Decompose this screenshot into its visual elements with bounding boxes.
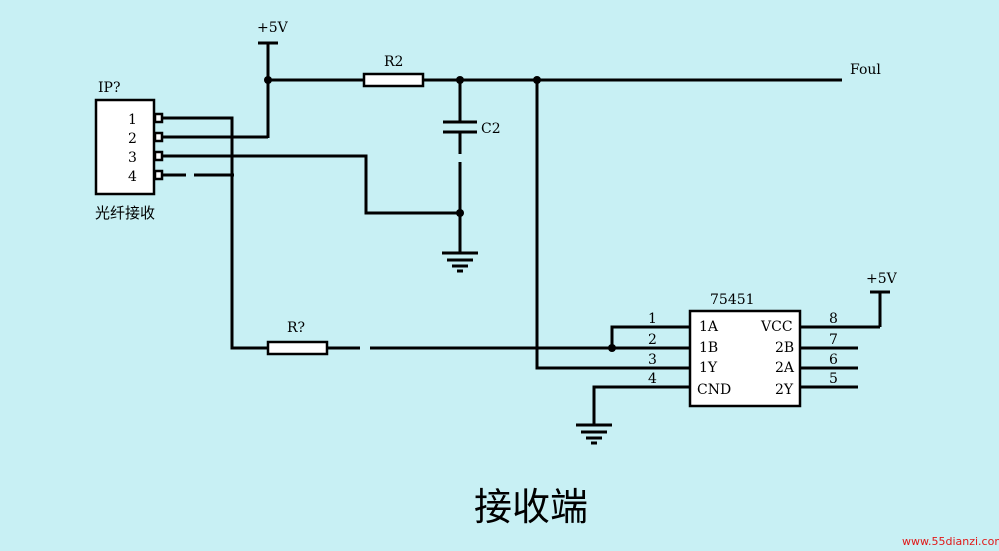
ic-pin-7-name: 2B [775, 340, 794, 356]
ic-pin-4-name: CND [697, 382, 731, 398]
ground-junction [456, 209, 464, 217]
receiver-caption: 光纤接收 [95, 204, 155, 222]
ic-pin-1-num: 1 [648, 311, 657, 327]
optical-receiver-module: IP? 1 2 3 4 光纤接收 [94, 80, 164, 222]
receiver-pin-1 [153, 112, 164, 124]
ic-pin-1-name: 1A [699, 319, 719, 335]
ic-pin-2-name: 1B [699, 340, 718, 356]
r-unknown-resistor [266, 340, 329, 356]
right-supply-label: +5V [866, 271, 898, 287]
receiver-ref-label: IP? [98, 80, 120, 96]
diagram-title: 接收端 [474, 485, 588, 529]
ic-75451: 75451 1 2 3 4 1A 1B 1Y CND VCC 2B 2A 2Y … [576, 271, 898, 445]
ic-pin-4-ground-wire [592, 385, 690, 424]
resistor-r-unknown: R? [266, 320, 690, 356]
pin1-2-tie [610, 325, 690, 348]
top-supply-label: +5V [257, 20, 289, 36]
receiver-pin-3-label: 3 [128, 150, 137, 166]
receiver-wiring [162, 116, 460, 350]
receiver-pin-3 [153, 150, 164, 162]
top-supply: +5V [257, 20, 289, 138]
ic-pin-2-num: 2 [648, 332, 657, 348]
ic-pin-8-name: VCC [760, 319, 793, 335]
ic-body [688, 309, 802, 408]
r2-resistor [362, 72, 425, 88]
receiver-pin-4 [153, 169, 164, 181]
r2-label: R2 [384, 54, 403, 70]
receiver-body [94, 98, 156, 196]
ic-pin-3-name: 1Y [699, 360, 718, 376]
watermark: www.55dianzi.com [902, 535, 999, 548]
receiver-pin-2-label: 2 [128, 131, 137, 147]
foul-to-1y-wire [535, 80, 690, 370]
top-rail: R2 Foul [268, 54, 881, 88]
receiver-pin-2 [153, 131, 164, 143]
c2-label: C2 [481, 121, 501, 137]
output-label: Foul [850, 62, 881, 78]
ic-pin-4-num: 4 [648, 371, 657, 387]
pin3-wire [162, 154, 460, 215]
receiver-pin-4-label: 4 [128, 169, 137, 185]
ic-pin-6-num: 6 [829, 352, 838, 368]
ic-pin-5-num: 5 [829, 371, 838, 387]
ic-pin-8-num: 8 [829, 311, 838, 327]
ic-pin-7-num: 7 [829, 332, 838, 348]
ic-pin-6-name: 2A [775, 360, 795, 376]
receiver-pin-1-label: 1 [128, 112, 137, 128]
r-unknown-label: R? [287, 320, 305, 336]
ic-pin-5-name: 2Y [775, 382, 794, 398]
ic-pin-3-num: 3 [648, 352, 657, 368]
ic-part-label: 75451 [710, 292, 755, 308]
pin1-wire [162, 116, 268, 350]
capacitor-c2: C2 [442, 80, 501, 273]
r-ic-junction [608, 344, 616, 352]
